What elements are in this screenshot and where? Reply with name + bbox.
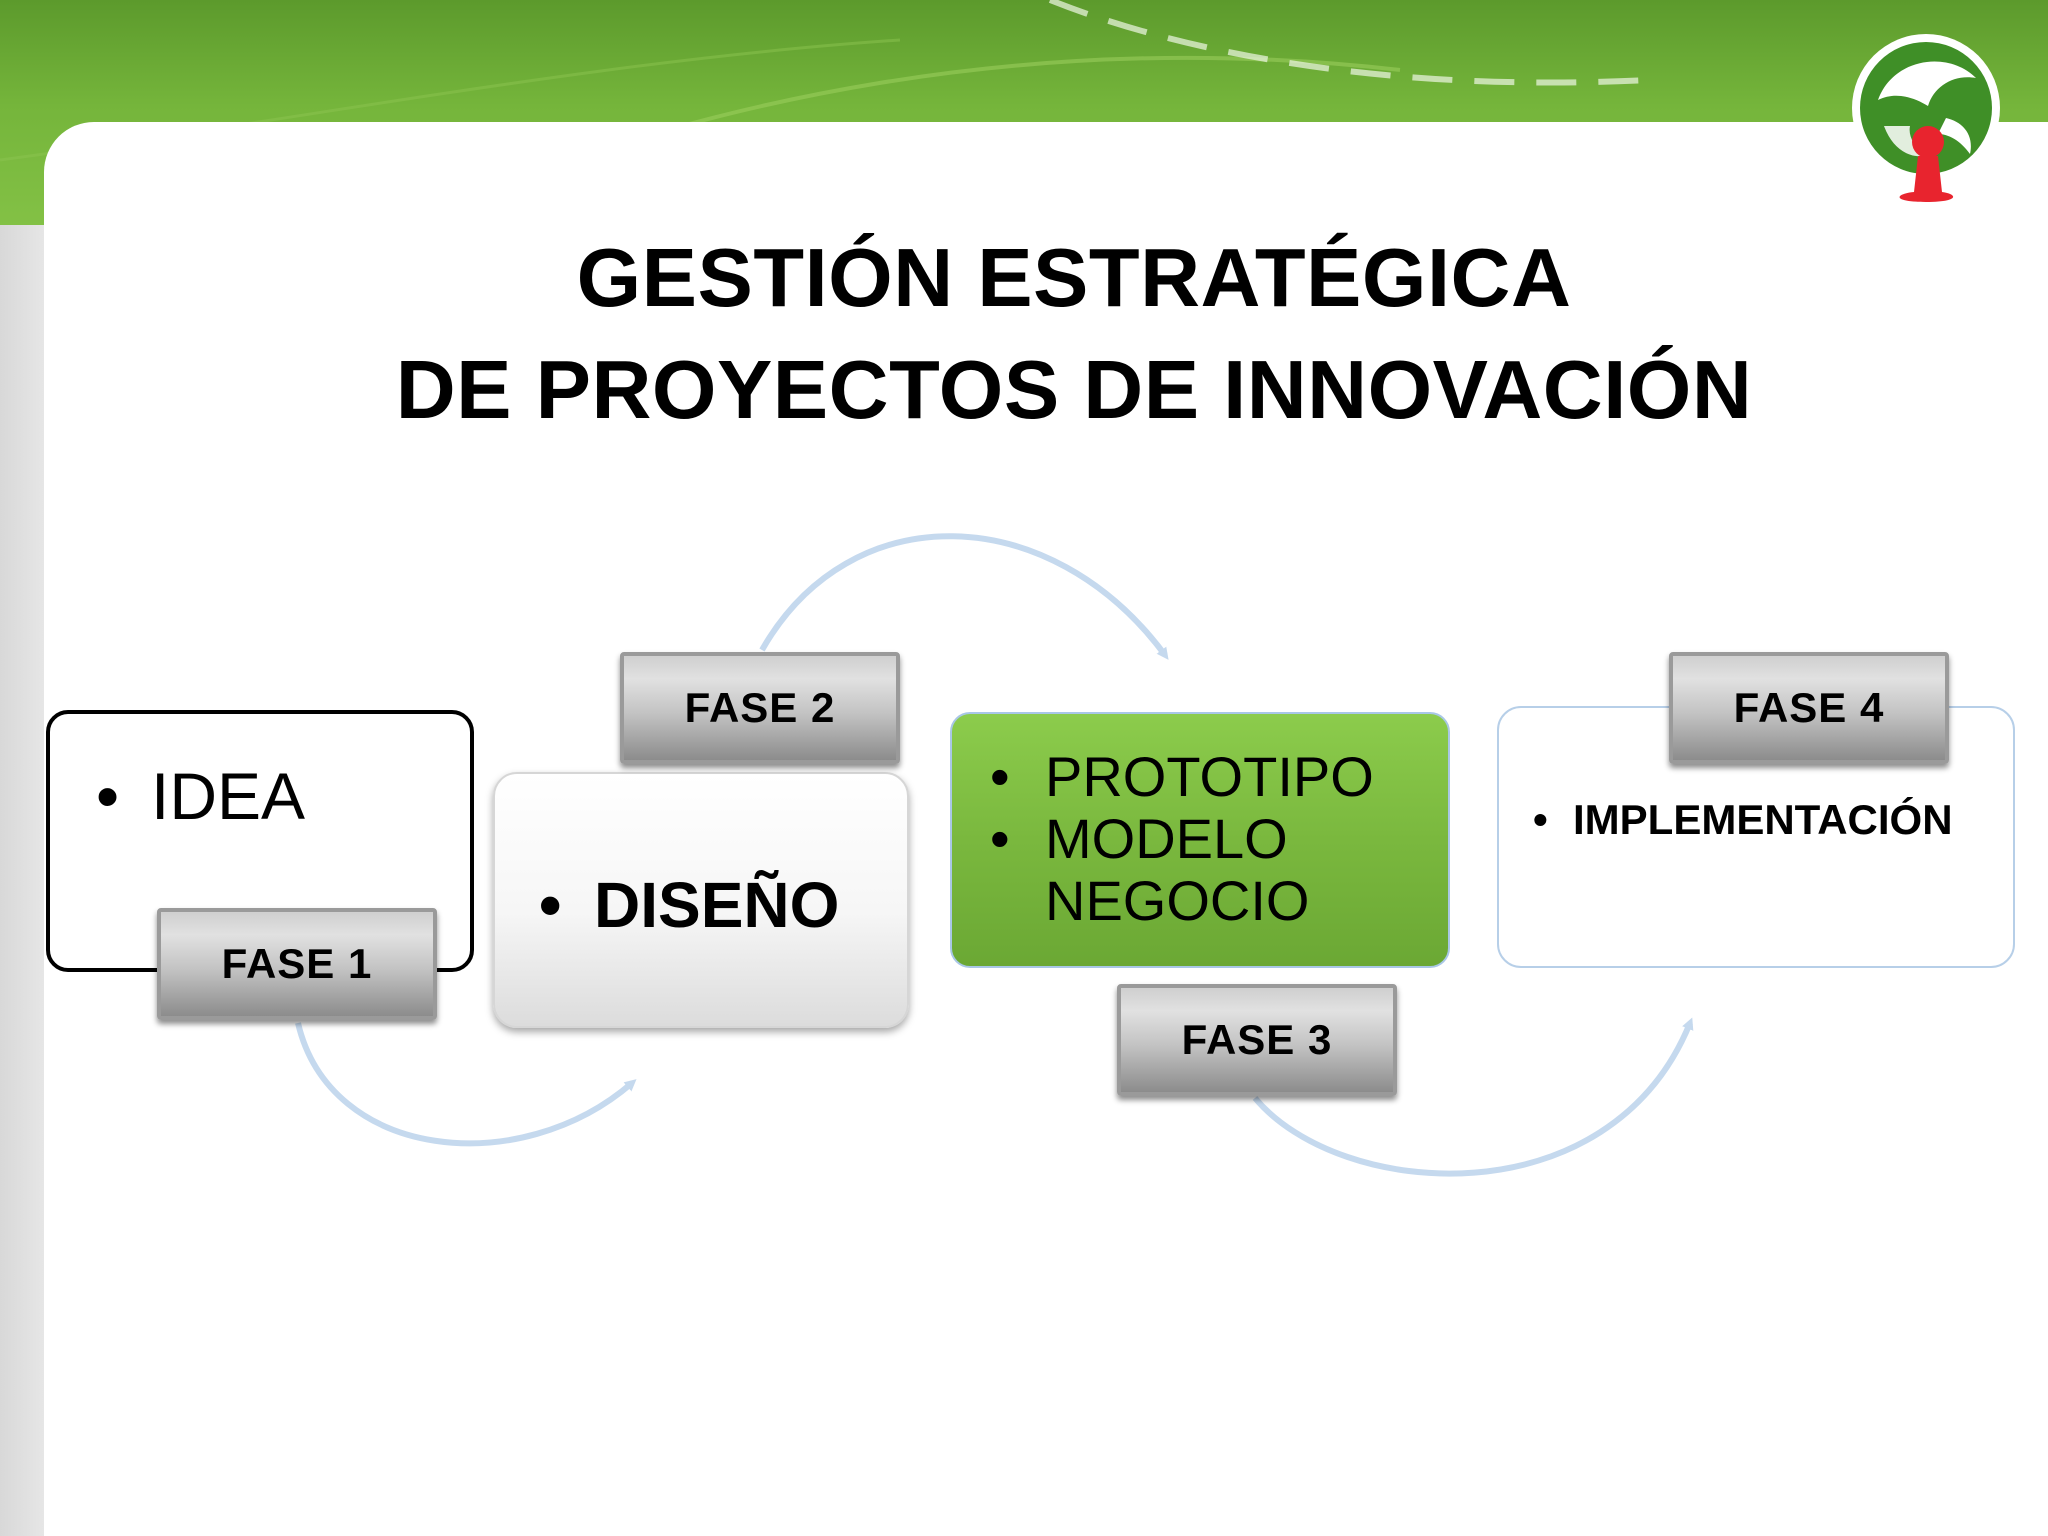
arrow-phase3-to-phase4 bbox=[1252, 1017, 1694, 1177]
phase-3-item-business-model: MODELO NEGOCIO bbox=[990, 808, 1448, 932]
phase-2-box: DISEÑO bbox=[493, 772, 909, 1028]
phase-3-item-prototype: PROTOTIPO bbox=[990, 746, 1448, 809]
green-globe-logo-icon bbox=[1848, 30, 2004, 216]
phase-4-item: IMPLEMENTACIÓN bbox=[1533, 796, 1953, 844]
phase-2-item: DISEÑO bbox=[539, 868, 839, 942]
phase-1-list: IDEA bbox=[96, 758, 305, 834]
arrow-phase1-to-phase2 bbox=[295, 1022, 637, 1147]
title-line-2: DE PROYECTOS DE INNOVACIÓN bbox=[395, 343, 1753, 436]
slide-title: GESTIÓN ESTRATÉGICA DE PROYECTOS DE INNO… bbox=[0, 222, 2048, 446]
phase-1-tag: FASE 1 bbox=[157, 908, 437, 1020]
phase-3-tag: FASE 3 bbox=[1117, 984, 1397, 1096]
phase-1-item: IDEA bbox=[96, 758, 305, 834]
left-decor-strip bbox=[0, 225, 44, 1536]
phase-2-tag: FASE 2 bbox=[620, 652, 900, 764]
phase-3-list: PROTOTIPO MODELO NEGOCIO bbox=[990, 746, 1448, 932]
title-line-1: GESTIÓN ESTRATÉGICA bbox=[576, 231, 1572, 324]
phase-4-tag: FASE 4 bbox=[1669, 652, 1949, 764]
phase-2-list: DISEÑO bbox=[539, 868, 839, 942]
arrow-phase2-to-phase3 bbox=[759, 533, 1169, 660]
phase-4-list: IMPLEMENTACIÓN bbox=[1533, 796, 1953, 844]
phase-3-box: PROTOTIPO MODELO NEGOCIO bbox=[950, 712, 1450, 968]
